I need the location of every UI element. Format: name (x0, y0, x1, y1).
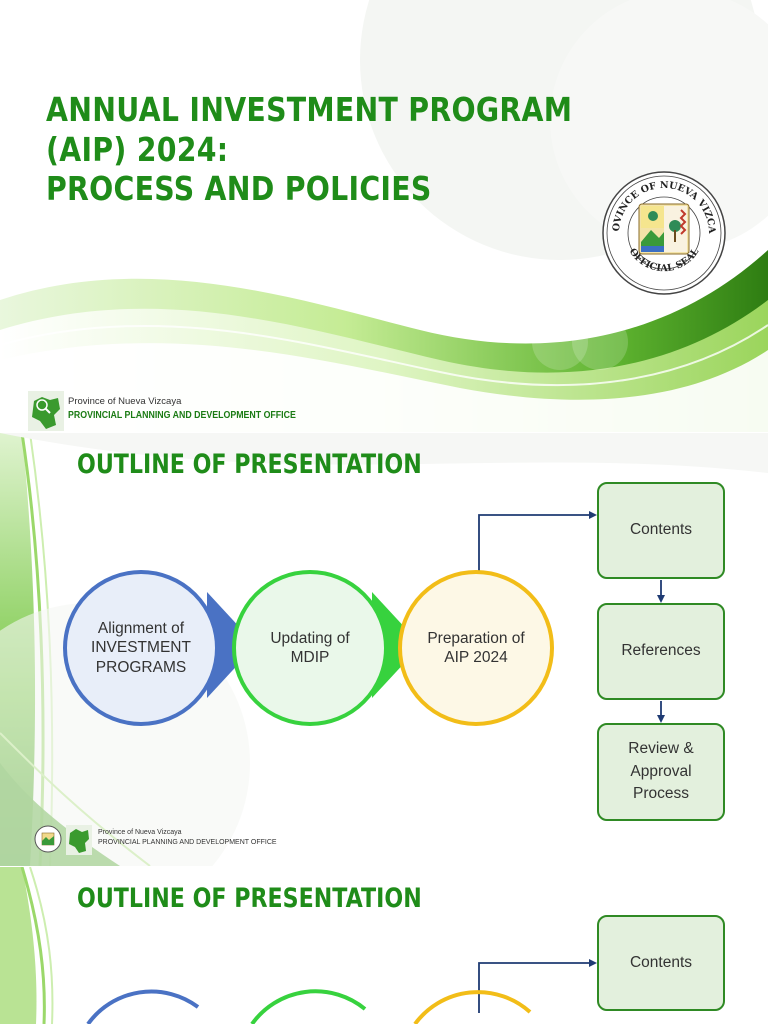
section-title: OUTLINE OF PRESENTATION (77, 883, 422, 914)
ppdo-logo-icon (28, 391, 64, 431)
flow-step-label: Updating of MDIP (270, 629, 350, 666)
footer: Province of Nueva Vizcaya PROVINCIAL PLA… (28, 391, 328, 431)
outline-box-review-approval: Review & Approval Process (597, 723, 725, 821)
flow-step-label: Alignment of INVESTMENT PROGRAMS (91, 619, 191, 676)
outline-slide-repeat: OUTLINE OF PRESENTATION Contents (0, 867, 768, 1024)
flow-step-updating: Updating of MDIP (232, 570, 388, 726)
ppdo-logo-icon (66, 825, 92, 855)
footer-province: Province of Nueva Vizcaya (68, 396, 182, 407)
flow-step-preparation: Preparation of AIP 2024 (398, 570, 554, 726)
section-title: OUTLINE OF PRESENTATION (77, 449, 422, 480)
outline-box-contents: Contents (597, 482, 725, 579)
presentation-title: ANNUAL INVESTMENT PROGRAM (AIP) 2024: PR… (46, 90, 648, 209)
box-label: Contents (629, 521, 693, 539)
flow-step-alignment: Alignment of INVESTMENT PROGRAMS (63, 570, 219, 726)
title-line-1: ANNUAL INVESTMENT PROGRAM (AIP) 2024: (46, 90, 573, 169)
box-label: References (621, 642, 701, 660)
box-label: Review & Approval Process (628, 740, 694, 803)
outline-box-references: References (597, 603, 725, 700)
footer: Province of Nueva Vizcaya PROVINCIAL PLA… (34, 825, 294, 859)
footer-office: PROVINCIAL PLANNING AND DEVELOPMENT OFFI… (68, 410, 296, 421)
title-line-2: PROCESS AND POLICIES (46, 169, 432, 209)
flow-step-label: Preparation of AIP 2024 (427, 629, 525, 666)
official-seal-icon: PROVINCE OF NUEVA VIZCAYA OFFICIAL SEAL (601, 170, 726, 295)
slide-side-background (0, 867, 597, 1024)
box-label: Contents (629, 953, 693, 971)
title-slide: ANNUAL INVESTMENT PROGRAM (AIP) 2024: PR… (0, 0, 768, 432)
slide-background (0, 0, 768, 432)
outline-slide: OUTLINE OF PRESENTATION Alignment of INV… (0, 433, 768, 866)
footer-office: PROVINCIAL PLANNING AND DEVELOPMENT OFFI… (98, 839, 277, 846)
footer-province: Province of Nueva Vizcaya (98, 829, 182, 836)
official-seal-icon (34, 825, 62, 853)
outline-box-contents: Contents (597, 915, 725, 1011)
